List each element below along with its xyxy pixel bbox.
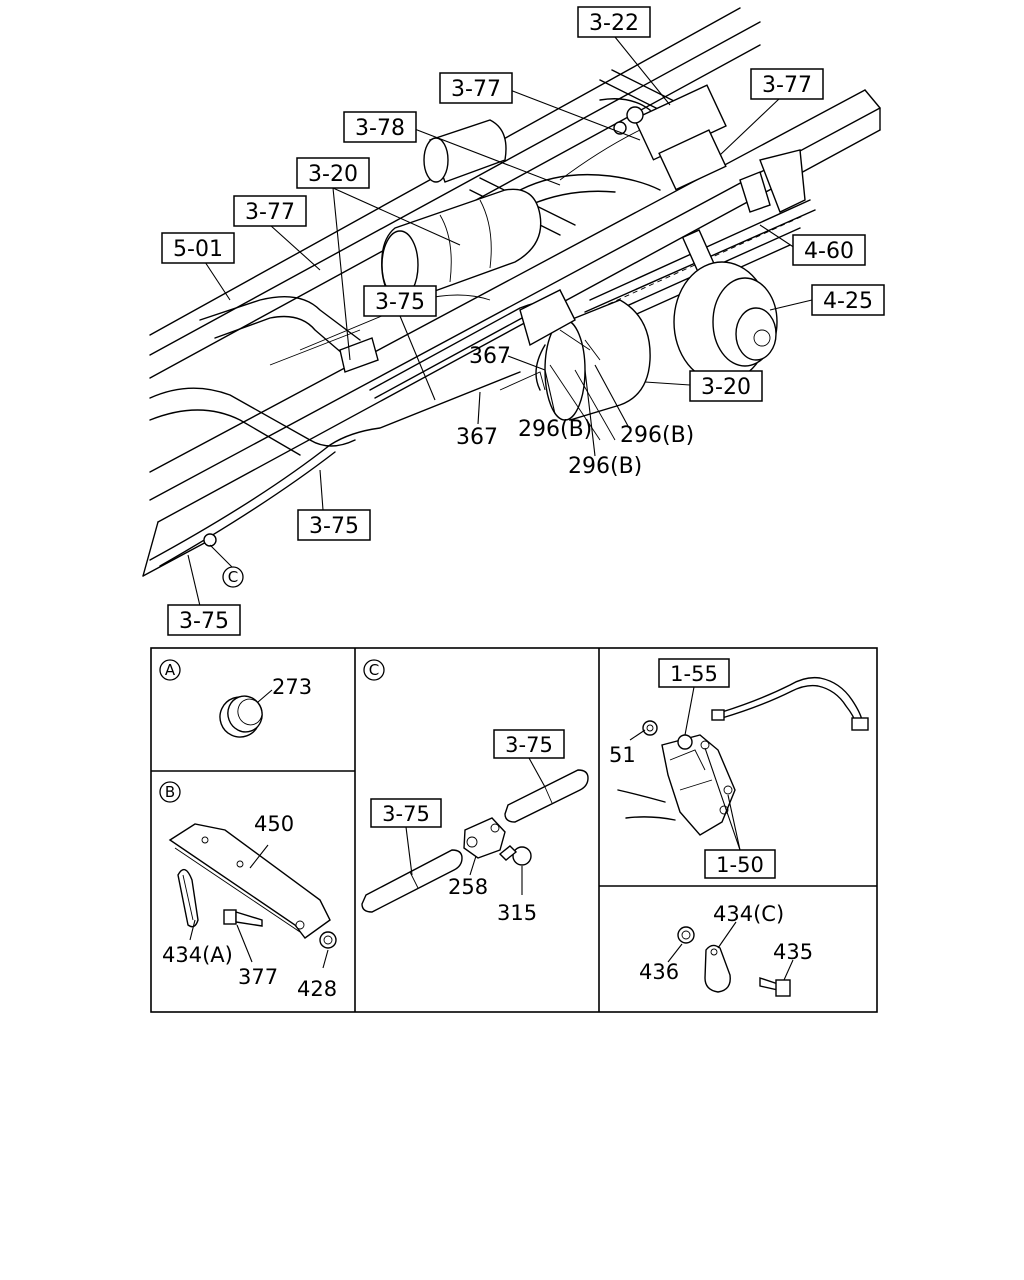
label-5-01: 5-01 [161, 232, 235, 264]
label-3-77-top-text: 3-77 [451, 77, 501, 102]
label-3-75-mid-text: 3-75 [375, 290, 425, 315]
label-436: 436 [639, 960, 679, 984]
label-1-55: 1-55 [658, 658, 730, 688]
label-3-20-top-text: 3-20 [308, 162, 358, 187]
spring-brake-chamber [519, 289, 651, 421]
pipe-lower [361, 849, 463, 913]
main-leader-lines [187, 36, 813, 607]
label-3-77-top: 3-77 [439, 72, 513, 104]
bolt-315 [498, 845, 532, 866]
air-tank-upper [381, 188, 542, 302]
clip-434a [177, 868, 199, 928]
label-367-low: 367 [456, 425, 498, 450]
label-434c: 434(C) [713, 902, 784, 926]
label-296b-1: 296(B) [518, 417, 592, 442]
label-377: 377 [238, 965, 278, 989]
label-3-77-left: 3-77 [233, 195, 307, 227]
bolt-51 [642, 720, 658, 736]
detail-c-marker: C [369, 661, 379, 679]
label-450: 450 [254, 812, 294, 836]
label-3-77-left-text: 3-77 [245, 200, 295, 225]
label-3-75-c-lower-text: 3-75 [382, 802, 430, 826]
detail-a: A 273 [159, 659, 312, 738]
relay-valve [613, 84, 727, 191]
detail-clip: 434(C) 436 435 [639, 902, 813, 997]
label-435: 435 [773, 940, 813, 964]
label-3-20-right: 3-20 [689, 370, 763, 402]
label-3-75-mid: 3-75 [363, 285, 437, 317]
chassis-drawing [142, 7, 881, 577]
label-3-75-low-text: 3-75 [309, 514, 359, 539]
label-315: 315 [497, 901, 537, 925]
detail-sensor: 1-55 1-50 51 [609, 658, 869, 879]
label-3-20-top: 3-20 [296, 157, 370, 189]
detail-b: B 450 434(A) 377 428 [159, 781, 337, 1001]
label-1-50: 1-50 [704, 849, 776, 879]
label-3-78: 3-78 [343, 111, 417, 143]
pipe-upper [504, 769, 589, 823]
label-428: 428 [297, 977, 337, 1001]
label-3-20-right-text: 3-20 [701, 375, 751, 400]
label-1-50-text: 1-50 [716, 853, 764, 877]
bolt-377 [223, 909, 263, 927]
label-3-75-low: 3-75 [297, 509, 371, 541]
sensor-body [617, 734, 736, 836]
label-4-60-text: 4-60 [804, 239, 854, 264]
label-296b-2: 296(B) [620, 423, 694, 448]
grommet [219, 695, 263, 738]
label-367-top: 367 [469, 344, 511, 369]
label-3-78-text: 3-78 [355, 116, 405, 141]
label-4-25-text: 4-25 [823, 289, 873, 314]
detail-b-marker: B [165, 783, 175, 801]
chamber-top [423, 119, 507, 183]
callout-c: C [222, 566, 244, 588]
nut-436 [677, 926, 695, 944]
label-258: 258 [448, 875, 488, 899]
sensor-cable [711, 676, 869, 731]
label-3-22-text: 3-22 [589, 11, 639, 36]
bolt-435 [759, 977, 791, 997]
detail-panels-frame [150, 647, 878, 1013]
label-3-75-c-upper: 3-75 [493, 729, 565, 759]
label-3-22: 3-22 [577, 6, 651, 38]
bracket [168, 823, 331, 939]
label-3-75-c-lower: 3-75 [370, 798, 442, 828]
brake-drum [673, 261, 778, 383]
label-273: 273 [272, 675, 312, 699]
clip-434c [704, 944, 731, 993]
detail-a-marker: A [165, 661, 176, 679]
label-1-55-text: 1-55 [670, 662, 718, 686]
leaf-spring [584, 149, 816, 327]
label-3-77-right: 3-77 [750, 68, 824, 100]
label-4-60: 4-60 [792, 234, 866, 266]
label-5-01-text: 5-01 [173, 237, 223, 262]
label-51: 51 [609, 743, 636, 767]
label-3-75-bottom: 3-75 [167, 604, 241, 636]
label-3-75-c-upper-text: 3-75 [505, 733, 553, 757]
label-4-25: 4-25 [811, 284, 885, 316]
nut-428 [319, 931, 337, 949]
detail-c: C 3-75 3-75 258 315 [361, 659, 589, 925]
label-434a: 434(A) [162, 943, 233, 967]
label-3-77-right-text: 3-77 [762, 73, 812, 98]
callout-c-text: C [228, 568, 238, 586]
label-3-75-bottom-text: 3-75 [179, 609, 229, 634]
label-296b-3: 296(B) [568, 454, 642, 479]
tee-258 [463, 817, 506, 859]
